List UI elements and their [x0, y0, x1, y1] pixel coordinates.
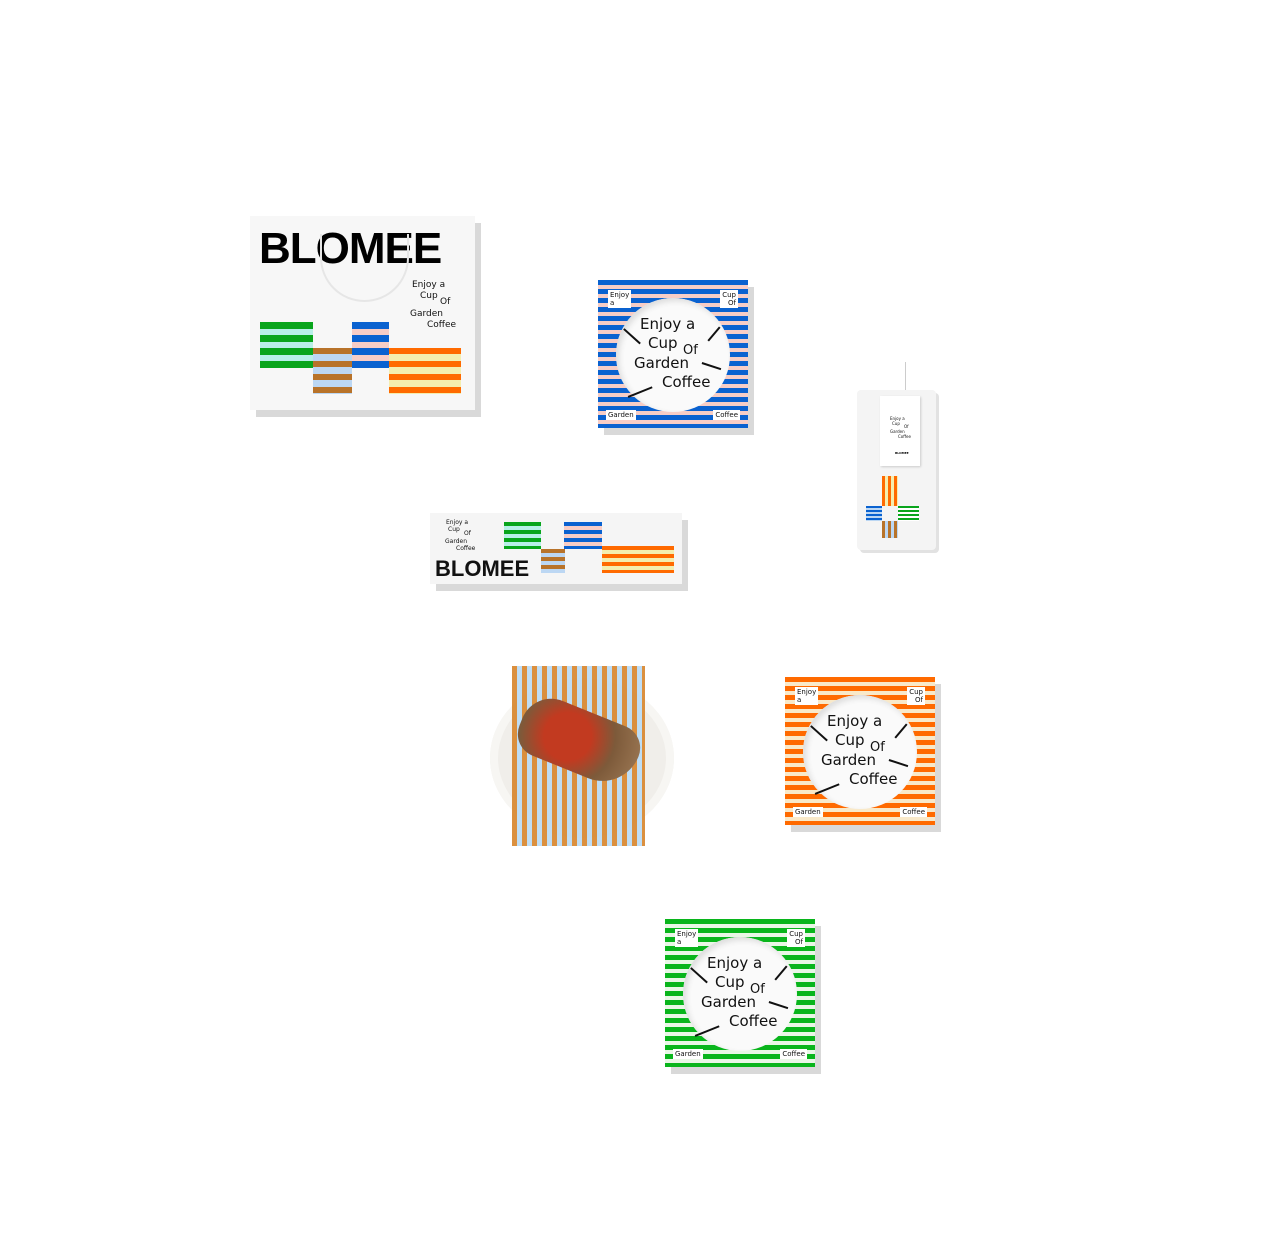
brand-logo: BLOMEE — [895, 451, 909, 455]
slogan-line: Enjoy a — [640, 315, 696, 333]
slogan: Enjoy a Cup Of Garden Coffee — [442, 519, 490, 555]
slogan-line: Coffee — [849, 770, 898, 788]
slash-line — [894, 723, 908, 739]
slogan-line: Of — [870, 740, 885, 755]
corner-text: Enjoy — [797, 688, 817, 696]
slogan-line: Coffee — [456, 545, 476, 552]
slogan-line: Garden — [890, 429, 905, 434]
slogan-line: Cup — [835, 731, 865, 749]
brand-logo: BLOMEE — [435, 556, 530, 581]
slogan: Enjoy a Cup Of Garden Coffee — [888, 416, 916, 444]
blue-stripes — [352, 322, 389, 368]
tag-string — [905, 362, 906, 392]
coffee-drip-bag: Enjoy a Cup Of Garden Coffee BLOMEE — [857, 390, 936, 550]
coaster-circle: Enjoy a Cup Of Garden Coffee — [683, 937, 797, 1051]
slogan-line: Of — [750, 982, 765, 997]
slogan-line: Enjoy a — [707, 954, 763, 972]
slogan-line: Coffee — [662, 373, 711, 391]
slogan-line: Cup — [892, 421, 900, 426]
corner-text: Enjoy — [610, 291, 630, 299]
slogan-line: Garden — [821, 751, 876, 769]
bag-handle — [320, 234, 409, 302]
slash-line — [810, 725, 828, 742]
corner-label-coffee: Coffee — [713, 410, 740, 420]
corner-text: Cup — [722, 291, 736, 299]
corner-text: a — [677, 938, 682, 946]
orange-stripes — [602, 546, 674, 573]
slash-line — [707, 326, 721, 342]
corner-label-coffee: Coffee — [900, 807, 927, 817]
corner-text: Of — [728, 299, 736, 307]
slogan-line: Garden — [445, 538, 467, 545]
corner-label-garden: Garden — [606, 410, 636, 420]
slogan-line: Coffee — [427, 320, 457, 330]
brown-stripes — [313, 348, 352, 394]
coaster-circle: Enjoy a Cup Of Garden Coffee — [803, 695, 917, 809]
green-stripes — [504, 522, 541, 549]
slogan-line: Cup — [715, 973, 745, 991]
slash-line — [701, 362, 722, 370]
slogan-line: Of — [904, 424, 909, 429]
slash-line — [888, 759, 909, 767]
slogan-line: Enjoy a — [412, 280, 446, 290]
slogan-line: Cup — [448, 526, 460, 533]
slogan-line: Garden — [634, 354, 689, 372]
slogan-line: Garden — [410, 309, 443, 319]
blue-stripes — [564, 522, 602, 549]
slash-line — [774, 965, 788, 981]
gift-box: Enjoy a Cup Of Garden Coffee BLOMEE — [430, 513, 682, 584]
orange-stripes — [882, 476, 898, 506]
slogan-line: Coffee — [729, 1012, 778, 1030]
corner-label-garden: Garden — [793, 807, 823, 817]
slash-line — [690, 967, 708, 984]
slogan-line: Of — [440, 297, 451, 307]
corner-text: a — [797, 696, 802, 704]
slogan-line: Enjoy a — [890, 416, 905, 421]
slogan: Enjoy a Cup Of Garden Coffee — [410, 280, 472, 334]
blue-stripes — [866, 506, 882, 521]
slogan-line: Garden — [701, 993, 756, 1011]
corner-text: Of — [795, 938, 803, 946]
brown-stripes — [882, 521, 898, 538]
slogan-line: Of — [464, 530, 471, 537]
slogan-line: Enjoy a — [827, 712, 883, 730]
slogan-line: Cup — [420, 291, 438, 301]
hang-tag: Enjoy a Cup Of Garden Coffee BLOMEE — [880, 396, 920, 466]
corner-text: Enjoy — [677, 930, 697, 938]
slogan-line: Enjoy a — [446, 519, 469, 526]
slash-line — [694, 1025, 720, 1037]
slash-line — [627, 386, 653, 398]
slash-line — [623, 328, 641, 345]
brown-stripes — [541, 549, 565, 573]
coaster-circle: Enjoy a Cup Of Garden Coffee — [616, 298, 730, 412]
shopping-bag: BLOMEE Enjoy a Cup Of Garden Coffee — [250, 216, 475, 410]
slogan-line: Of — [683, 343, 698, 358]
corner-text: Of — [915, 696, 923, 704]
corner-label-garden: Garden — [673, 1049, 703, 1059]
corner-text: Cup — [789, 930, 803, 938]
slash-line — [814, 783, 840, 795]
green-stripes — [260, 322, 313, 368]
slogan-line: Cup — [648, 334, 678, 352]
green-stripes — [898, 506, 919, 521]
corner-text: Cup — [909, 688, 923, 696]
corner-text: a — [610, 299, 615, 307]
orange-stripes — [389, 348, 461, 394]
slogan-line: Coffee — [898, 434, 911, 439]
corner-label-coffee: Coffee — [780, 1049, 807, 1059]
slash-line — [768, 1001, 789, 1009]
